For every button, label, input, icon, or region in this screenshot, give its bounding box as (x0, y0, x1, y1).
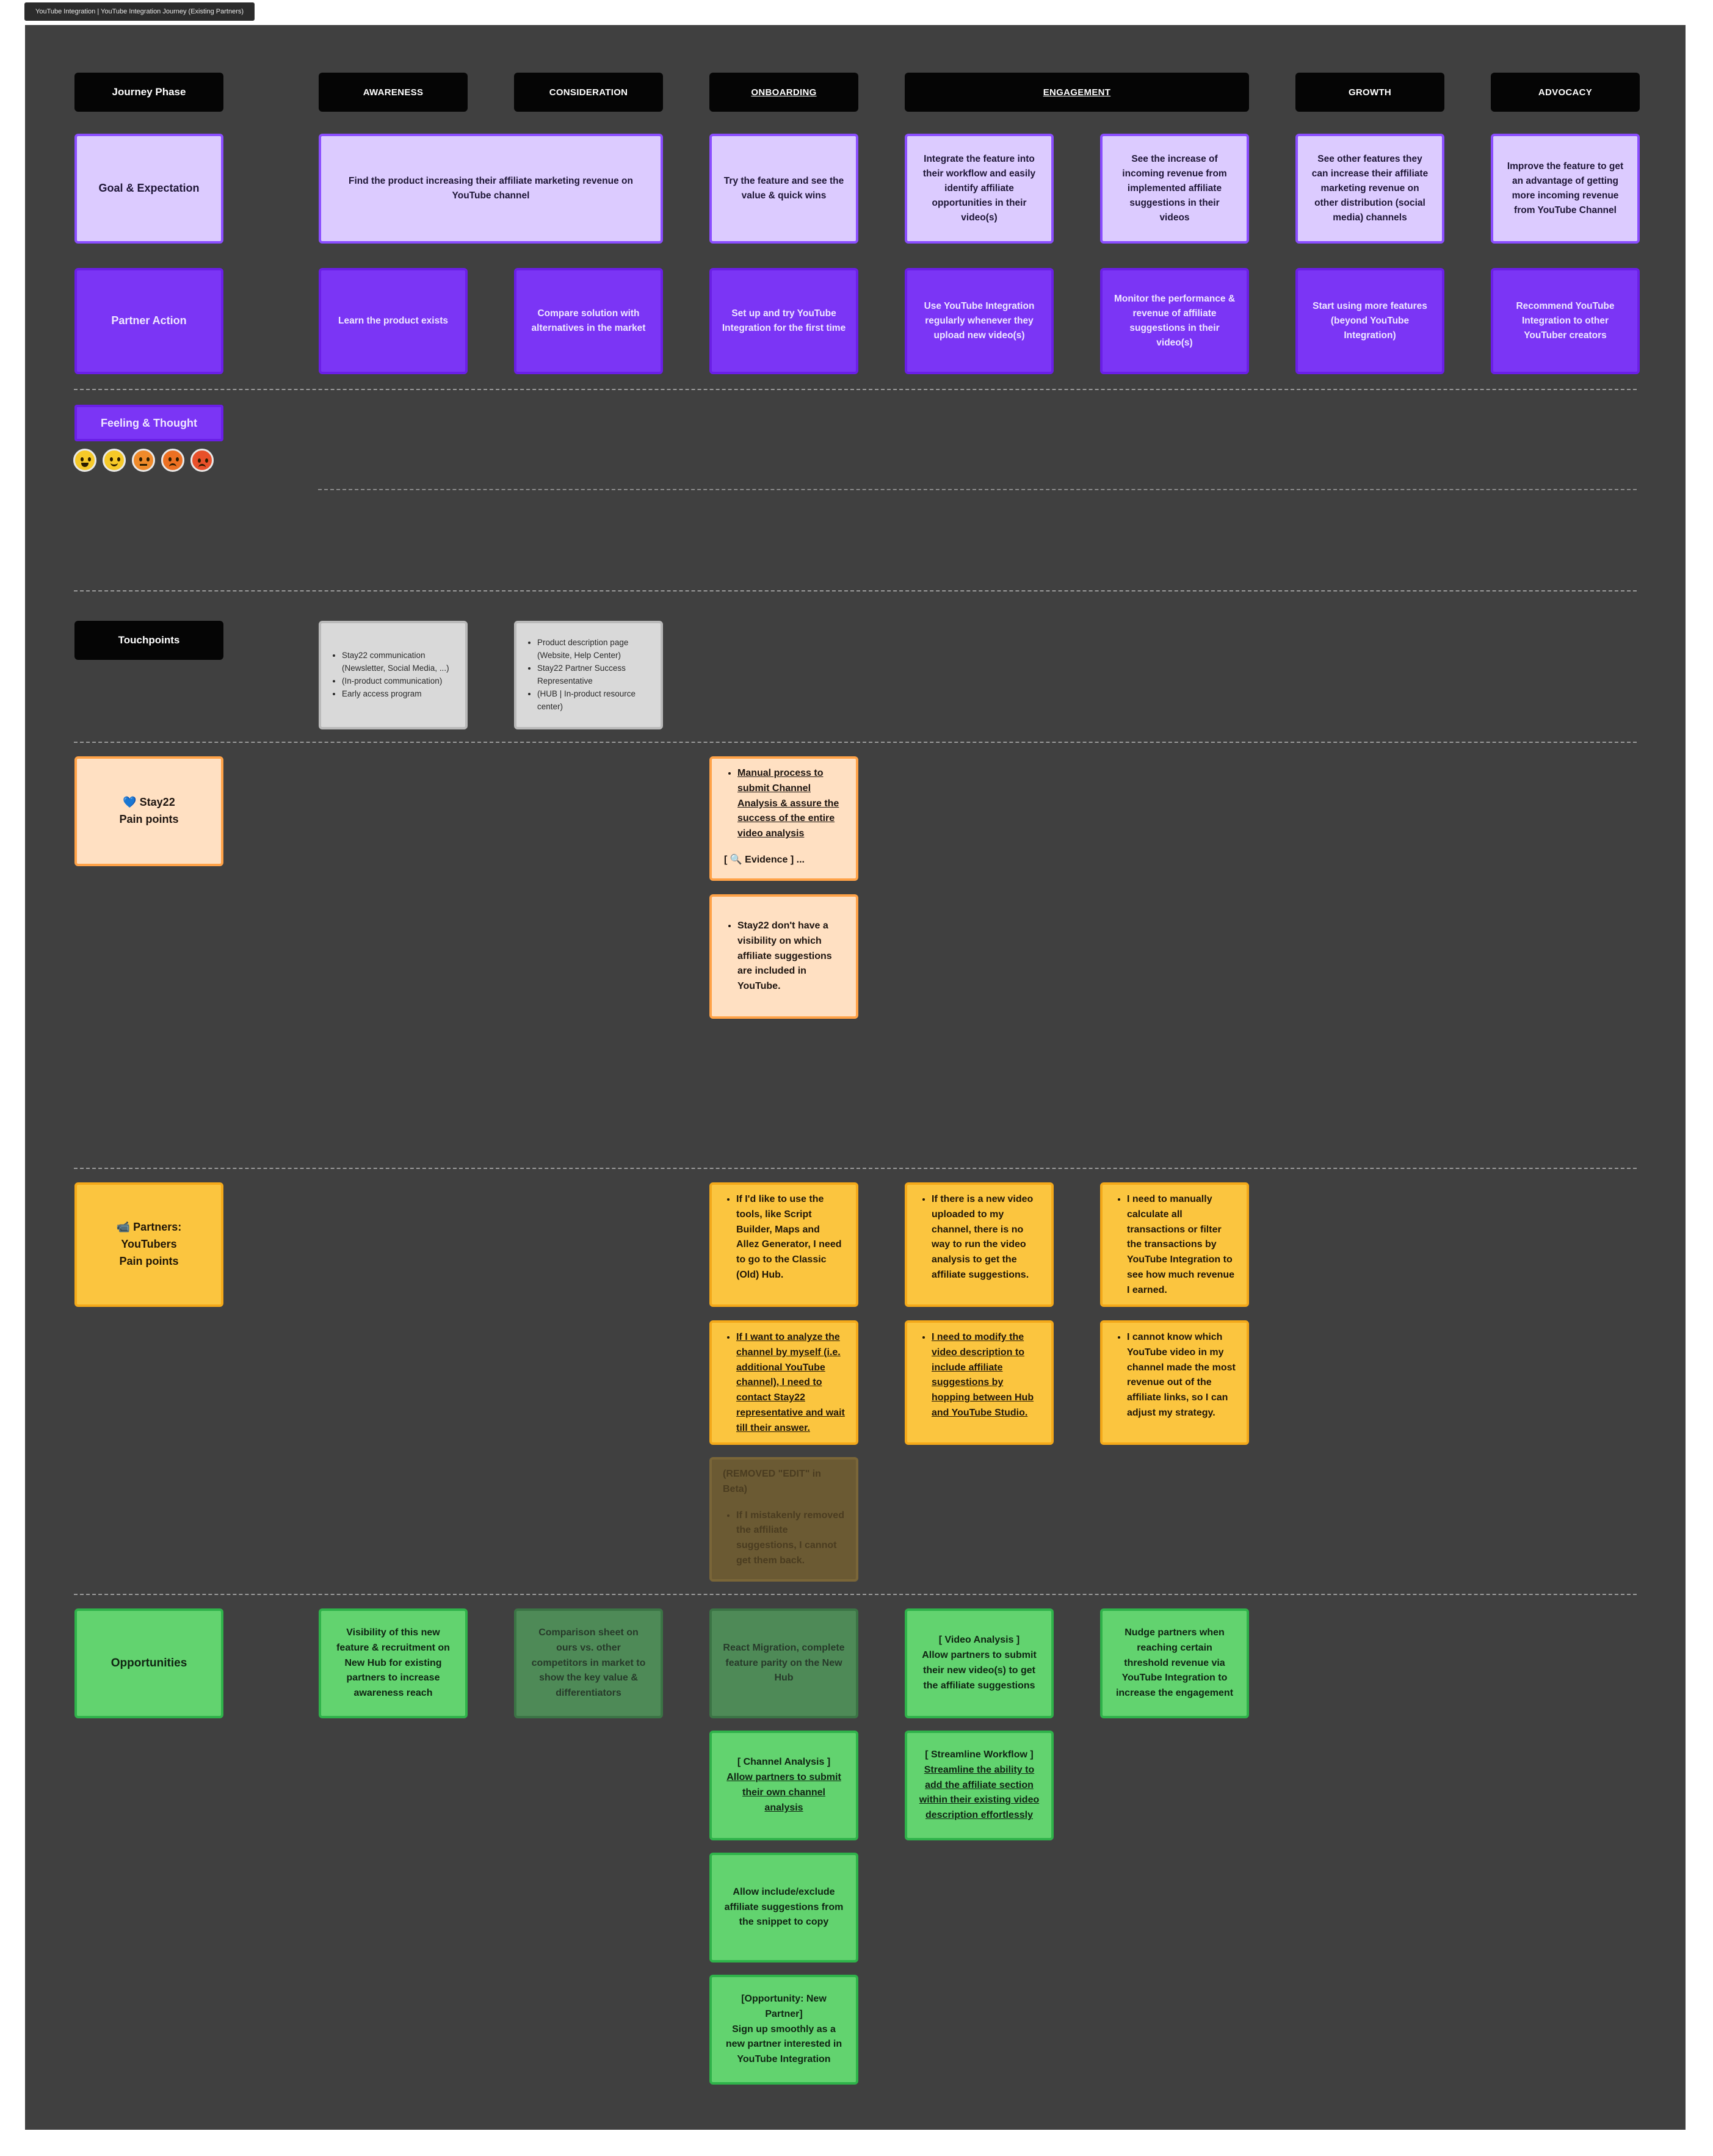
goal-onboarding[interactable]: Try the feature and see the value & quic… (709, 134, 858, 244)
goal-engagement-2[interactable]: See the increase of incoming revenue fro… (1100, 134, 1249, 244)
list-item: Stay22 Partner Success Representative (537, 662, 652, 688)
neutral-face-icon (132, 449, 155, 472)
opportunity-title: [ Channel Analysis ] (737, 1757, 831, 1768)
opportunity-body: Allow partners to submit their new video… (922, 1650, 1037, 1691)
opportunity-onboarding-4[interactable]: [Opportunity: New Partner] Sign up smoot… (709, 1975, 858, 2085)
list-item: (HUB | In-product resource center) (537, 688, 652, 714)
row-separator (74, 389, 1637, 390)
row-label-stay22-pain: 💙 Stay22 Pain points (74, 756, 223, 866)
row-label-journey-phase: Journey Phase (74, 73, 223, 112)
angry-face-icon (190, 449, 214, 472)
opportunity-engagement-a1[interactable]: [ Video Analysis ] Allow partners to sub… (905, 1608, 1054, 1718)
action-awareness[interactable]: Learn the product exists (319, 268, 468, 374)
touchpoints-awareness[interactable]: Stay22 communication (Newsletter, Social… (319, 621, 468, 729)
stay22-pain-onboarding-1[interactable]: Manual process to submit Channel Analysi… (709, 756, 858, 881)
goal-engagement-1[interactable]: Integrate the feature into their workflo… (905, 134, 1054, 244)
row-separator (74, 1168, 1637, 1169)
opportunity-body: Allow partners to submit their own chann… (726, 1772, 841, 1813)
phase-awareness[interactable]: AWARENESS (319, 73, 468, 112)
phase-onboarding[interactable]: ONBOARDING (709, 73, 858, 112)
opportunity-title: [ Streamline Workflow ] (925, 1749, 1034, 1760)
list-item: Stay22 communication (Newsletter, Social… (342, 649, 457, 675)
partner-pain-engagement-b1[interactable]: I need to manually calculate all transac… (1100, 1182, 1249, 1307)
action-consideration[interactable]: Compare solution with alternatives in th… (514, 268, 663, 374)
list-item: Product description page (Website, Help … (537, 637, 652, 662)
partner-pain-onboarding-2[interactable]: If I want to analyze the channel by myse… (709, 1320, 858, 1445)
grinning-face-icon (73, 449, 96, 472)
action-onboarding[interactable]: Set up and try YouTube Integration for t… (709, 268, 858, 374)
slight-smile-face-icon (103, 449, 126, 472)
feeling-midline (318, 489, 1637, 490)
list-item: (In-product communication) (342, 675, 457, 688)
goal-advocacy[interactable]: Improve the feature to get an advantage … (1491, 134, 1640, 244)
partner-pain-removed[interactable]: (REMOVED "EDIT" in Beta) If I mistakenly… (709, 1457, 858, 1582)
row-label-goal: Goal & Expectation (74, 134, 223, 244)
phase-advocacy[interactable]: ADVOCACY (1491, 73, 1640, 112)
action-growth[interactable]: Start using more features (beyond YouTub… (1295, 268, 1444, 374)
action-advocacy[interactable]: Recommend YouTube Integration to other Y… (1491, 268, 1640, 374)
opportunity-body: Streamline the ability to add the affili… (919, 1764, 1040, 1821)
phase-consideration[interactable]: CONSIDERATION (514, 73, 663, 112)
journey-board: Journey Phase AWARENESS CONSIDERATION ON… (25, 25, 1686, 2130)
action-engagement-2[interactable]: Monitor the performance & revenue of aff… (1100, 268, 1249, 374)
row-separator (74, 742, 1637, 743)
row-label-feeling: Feeling & Thought (74, 405, 223, 441)
row-separator (74, 590, 1637, 591)
list-item: Early access program (342, 688, 457, 701)
list-item: If there is a new video uploaded to my c… (932, 1192, 1040, 1283)
frowning-face-icon (161, 449, 184, 472)
opportunity-title: [Opportunity: New Partner] (741, 1994, 827, 2019)
goal-awareness-consideration[interactable]: Find the product increasing their affili… (319, 134, 663, 244)
row-label-opportunities: Opportunities (74, 1608, 223, 1718)
partner-pain-engagement-a1[interactable]: If there is a new video uploaded to my c… (905, 1182, 1054, 1307)
opportunity-onboarding-2[interactable]: [ Channel Analysis ] Allow partners to s… (709, 1731, 858, 1840)
list-item: If I'd like to use the tools, like Scrip… (736, 1192, 845, 1283)
list-item: I need to manually calculate all transac… (1127, 1192, 1236, 1298)
phase-growth[interactable]: GROWTH (1295, 73, 1444, 112)
list-item: If I want to analyze the channel by myse… (736, 1330, 845, 1436)
action-engagement-1[interactable]: Use YouTube Integration regularly whenev… (905, 268, 1054, 374)
opportunity-consideration[interactable]: Comparison sheet on ours vs. other compe… (514, 1608, 663, 1718)
evidence-link[interactable]: [ 🔍 Evidence ] ... (724, 854, 805, 865)
row-label-touchpoints: Touchpoints (74, 621, 223, 660)
opportunity-onboarding-1[interactable]: React Migration, complete feature parity… (709, 1608, 858, 1718)
row-separator (74, 1594, 1637, 1595)
list-item: I cannot know which YouTube video in my … (1127, 1330, 1236, 1421)
row-label-partner-action: Partner Action (74, 268, 223, 374)
list-item: Manual process to submit Channel Analysi… (737, 766, 844, 842)
removed-label: (REMOVED "EDIT" in Beta) (723, 1469, 821, 1494)
opportunity-awareness[interactable]: Visibility of this new feature & recruit… (319, 1608, 468, 1718)
stay22-pain-onboarding-2[interactable]: Stay22 don't have a visibility on which … (709, 894, 858, 1019)
opportunity-engagement-a2[interactable]: [ Streamline Workflow ] Streamline the a… (905, 1731, 1054, 1840)
partner-pain-engagement-b2[interactable]: I cannot know which YouTube video in my … (1100, 1320, 1249, 1445)
touchpoints-consideration[interactable]: Product description page (Website, Help … (514, 621, 663, 729)
list-item: If I mistakenly removed the affiliate su… (736, 1508, 845, 1569)
opportunity-onboarding-3[interactable]: Allow include/exclude affiliate suggesti… (709, 1853, 858, 1962)
opportunity-title: [ Video Analysis ] (938, 1635, 1020, 1646)
partner-pain-engagement-a2[interactable]: I need to modify the video description t… (905, 1320, 1054, 1445)
partner-pain-onboarding-1[interactable]: If I'd like to use the tools, like Scrip… (709, 1182, 858, 1307)
list-item: Stay22 don't have a visibility on which … (737, 919, 844, 994)
opportunity-body: Sign up smoothly as a new partner intere… (725, 2024, 842, 2065)
frame-title[interactable]: YouTube Integration | YouTube Integratio… (24, 2, 255, 21)
goal-growth[interactable]: See other features they can increase the… (1295, 134, 1444, 244)
opportunity-engagement-b1[interactable]: Nudge partners when reaching certain thr… (1100, 1608, 1249, 1718)
row-label-partner-pain: 📹 Partners: YouTubers Pain points (74, 1182, 223, 1307)
phase-engagement[interactable]: ENGAGEMENT (905, 73, 1249, 112)
list-item: I need to modify the video description t… (932, 1330, 1040, 1421)
